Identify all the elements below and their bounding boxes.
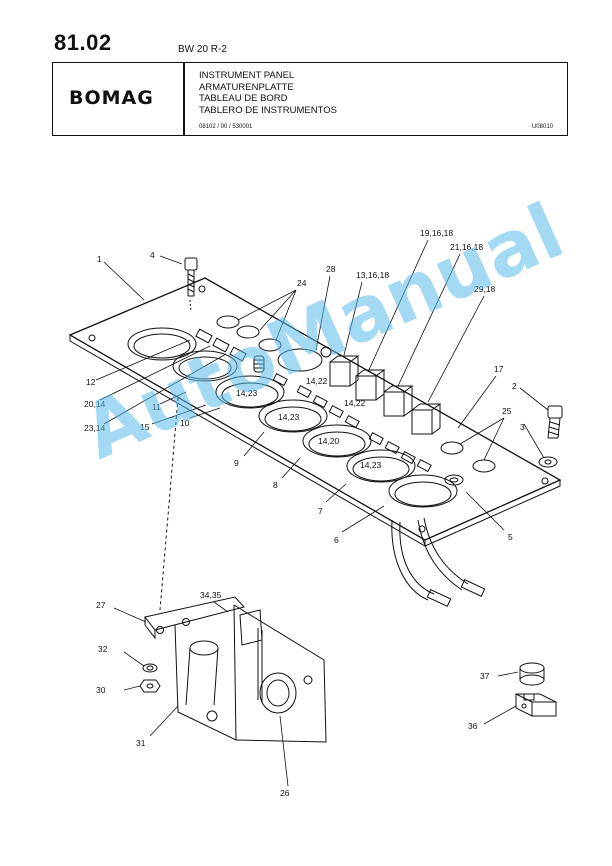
callout-15: 15 (140, 422, 150, 432)
callout-17: 17 (494, 364, 504, 374)
blanking-plugs (216, 315, 496, 486)
callout-27: 27 (96, 600, 106, 610)
callout-23: 23,14 (84, 423, 106, 433)
gauge-28 (277, 346, 332, 372)
rocker-switches (329, 355, 442, 435)
title-en: INSTRUMENT PANEL (199, 70, 295, 81)
callout-29: 29,18 (474, 284, 496, 294)
callout-8: 8 (273, 480, 278, 490)
leader-lines (95, 239, 549, 787)
figure-code: U08010 (531, 124, 553, 130)
callout-2: 2 (512, 381, 517, 391)
callout-26: 26 (280, 788, 290, 798)
sender-cables (391, 517, 486, 607)
callout-9: 9 (234, 458, 239, 468)
title-list: INSTRUMENT PANEL ARMATURENPLATTE TABLEAU… (199, 70, 337, 116)
callout-3: 3 (520, 422, 525, 432)
callout-6: 6 (334, 535, 339, 545)
callout-7: 7 (318, 506, 323, 516)
callout-36: 36 (468, 721, 478, 731)
title-de: ARMATURENPLATTE (199, 81, 294, 93)
callout-labels: 1 4 24 28 13,16,18 19,16,18 21,16,18 29,… (84, 228, 525, 798)
callout-30: 30 (96, 685, 106, 695)
nuts-30-32 (139, 663, 161, 693)
bulb-holder (253, 355, 265, 373)
callout-21: 21,16,18 (450, 242, 483, 252)
part-36 (515, 693, 557, 717)
title-block: BOMAG INSTRUMENT PANEL ARMATURENPLATTE T… (52, 62, 568, 136)
callout-4: 4 (150, 250, 155, 260)
title-block-divider (183, 63, 185, 135)
title-fr: TABLEAU DE BORD (199, 93, 288, 104)
document-code: 08102 / 00 / 530001 (199, 124, 253, 130)
warning-lamps (195, 328, 432, 473)
title-es: TABLERO DE INSTRUMENTOS (199, 104, 337, 116)
callout-31: 31 (136, 738, 146, 748)
gauge-label-2: 14,22 (306, 376, 328, 386)
model-designation: BW 20 R-2 (178, 44, 227, 55)
gauge-label-3: 14,22 (344, 398, 366, 408)
assembly-centerline (159, 397, 179, 611)
callout-20: 20,14 (84, 399, 106, 409)
callout-19: 19,16,18 (420, 228, 453, 238)
callout-5: 5 (508, 532, 513, 542)
callout-24: 24 (297, 278, 307, 288)
brand-logo: BOMAG (69, 87, 154, 109)
gauge-rings (127, 327, 458, 508)
callout-11: 11 (152, 402, 161, 412)
gauge-label-1: 14,23 (236, 388, 258, 398)
callout-32: 32 (98, 644, 108, 654)
callout-12: 12 (86, 377, 96, 387)
callout-28: 28 (326, 264, 336, 274)
callout-10: 10 (180, 418, 190, 428)
instrument-panel-plate (68, 277, 562, 547)
screw-2 (538, 405, 563, 468)
screw-4 (184, 257, 198, 313)
gauge-label-4: 14,23 (278, 412, 300, 422)
page-number: 81.02 (54, 30, 112, 55)
callout-1: 1 (97, 254, 102, 264)
callout-13: 13,16,18 (356, 270, 389, 280)
gauge-label-5: 14,20 (318, 436, 340, 446)
callout-34: 34,35 (200, 590, 222, 600)
callout-25: 25 (502, 406, 512, 416)
mounting-bracket (144, 596, 327, 743)
gauge-label-6: 14,23 (360, 460, 382, 470)
callout-37: 37 (480, 671, 490, 681)
part-37 (519, 662, 545, 686)
